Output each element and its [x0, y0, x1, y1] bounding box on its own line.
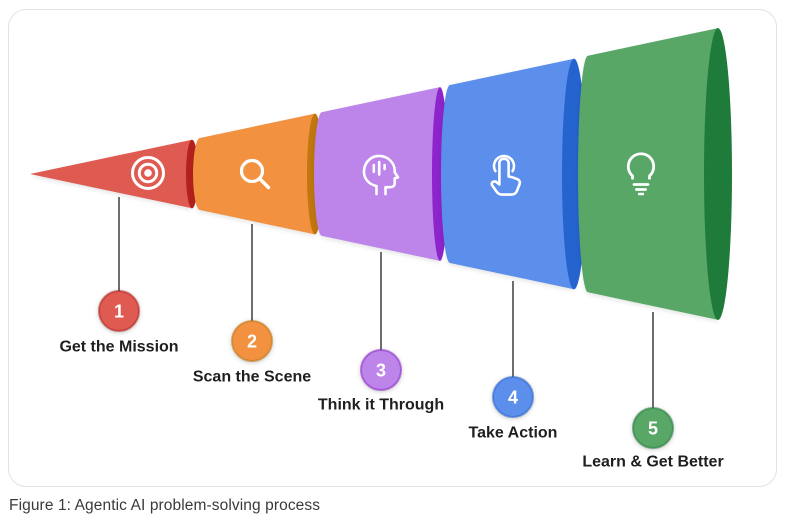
step-number: 2 [247, 332, 257, 352]
step-number-badge [632, 407, 674, 449]
funnel-step: 4 Take Action [441, 58, 586, 442]
step-number-badge [231, 320, 273, 362]
funnel-segment [30, 139, 192, 209]
step-number: 1 [114, 302, 124, 322]
step-number: 4 [508, 388, 518, 408]
funnel-segment-cap [704, 28, 732, 320]
target-icon [131, 156, 165, 190]
head-think-icon [362, 154, 400, 196]
step-label: Learn & Get Better [582, 454, 723, 471]
funnel-step: 5 Learn & Get Better [578, 28, 732, 471]
funnel-step: 2 Scan the Scene [193, 113, 323, 386]
step-label: Take Action [469, 425, 558, 442]
lightbulb-icon [626, 152, 656, 196]
step-label: Get the Mission [59, 339, 178, 356]
funnel-step: 1 Get the Mission [30, 139, 198, 356]
search-icon [239, 158, 271, 190]
figure-caption: Figure 1: Agentic AI problem-solving pro… [9, 497, 321, 514]
funnel-segment [193, 113, 315, 235]
step-number: 5 [648, 419, 658, 439]
funnel-segment [314, 87, 440, 261]
funnel-step: 3 Think it Through [314, 87, 448, 414]
step-number-badge [360, 349, 402, 391]
step-label: Think it Through [318, 397, 444, 414]
funnel-segment [578, 28, 718, 320]
step-number-badge [492, 376, 534, 418]
touch-icon [490, 154, 522, 196]
step-number-badge [98, 290, 140, 332]
step-label: Scan the Scene [193, 369, 311, 386]
step-number: 3 [376, 361, 386, 381]
